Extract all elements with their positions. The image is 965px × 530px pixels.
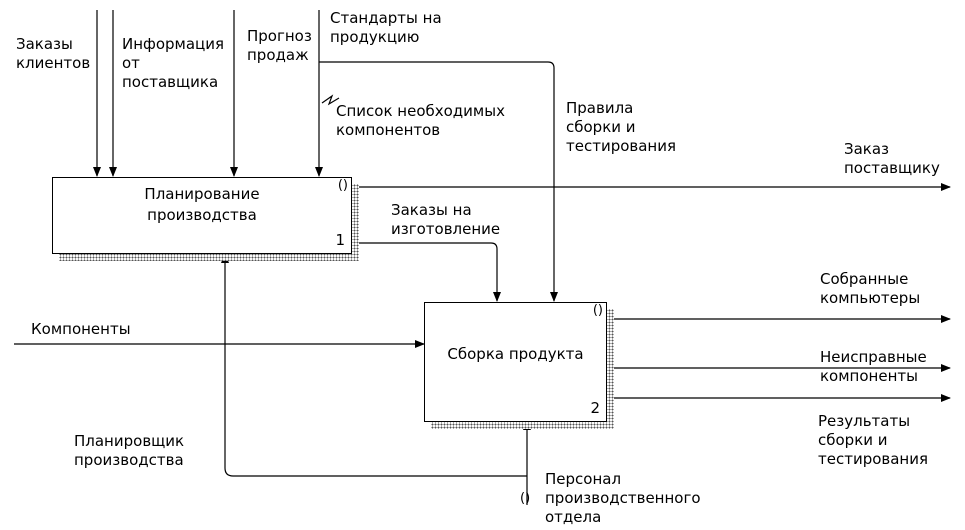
activity-planning-tunnel-icon: () bbox=[337, 178, 348, 193]
label-supplier-order: Заказ поставщику bbox=[844, 140, 940, 177]
label-assembled-computers: Собранные компьютеры bbox=[820, 270, 921, 307]
label-product-standards: Стандарты на продукцию bbox=[330, 9, 442, 46]
arrow-product-standards-branch bbox=[319, 61, 558, 302]
tunnel-icon-staff: () bbox=[520, 491, 531, 506]
label-components-list: Список необходимых компонентов bbox=[336, 102, 505, 139]
activity-assembly[interactable]: Сборка продукта 2 () bbox=[424, 302, 607, 422]
arrow-components-list-squiggle bbox=[321, 94, 340, 106]
label-production-planner: Планировщик производства bbox=[74, 432, 185, 469]
label-components: Компоненты bbox=[31, 320, 131, 338]
label-test-results: Результаты сборки и тестирования bbox=[818, 412, 929, 468]
label-assembly-rules: Правила сборки и тестирования bbox=[566, 99, 677, 155]
activity-assembly-title: Сборка продукта bbox=[447, 345, 584, 363]
label-defective-components: Неисправные компоненты bbox=[820, 348, 927, 385]
activity-planning-number: 1 bbox=[335, 231, 345, 249]
label-supplier-info: Информация от поставщика bbox=[122, 35, 225, 91]
arrow-production-orders bbox=[352, 242, 501, 302]
activity-planning[interactable]: Планирование производства 1 () bbox=[52, 177, 352, 254]
label-sales-forecast: Прогноз продаж bbox=[247, 27, 312, 64]
activity-assembly-number: 2 bbox=[590, 399, 600, 417]
label-production-orders: Заказы на изготовление bbox=[391, 201, 501, 238]
label-customer-orders: Заказы клиентов bbox=[16, 35, 91, 72]
label-production-staff: Персонал производственного отдела bbox=[545, 470, 701, 526]
arrow-production-planner bbox=[221, 253, 527, 477]
activity-assembly-tunnel-icon: () bbox=[592, 303, 603, 318]
activity-planning-title: Планирование производства bbox=[144, 185, 260, 224]
